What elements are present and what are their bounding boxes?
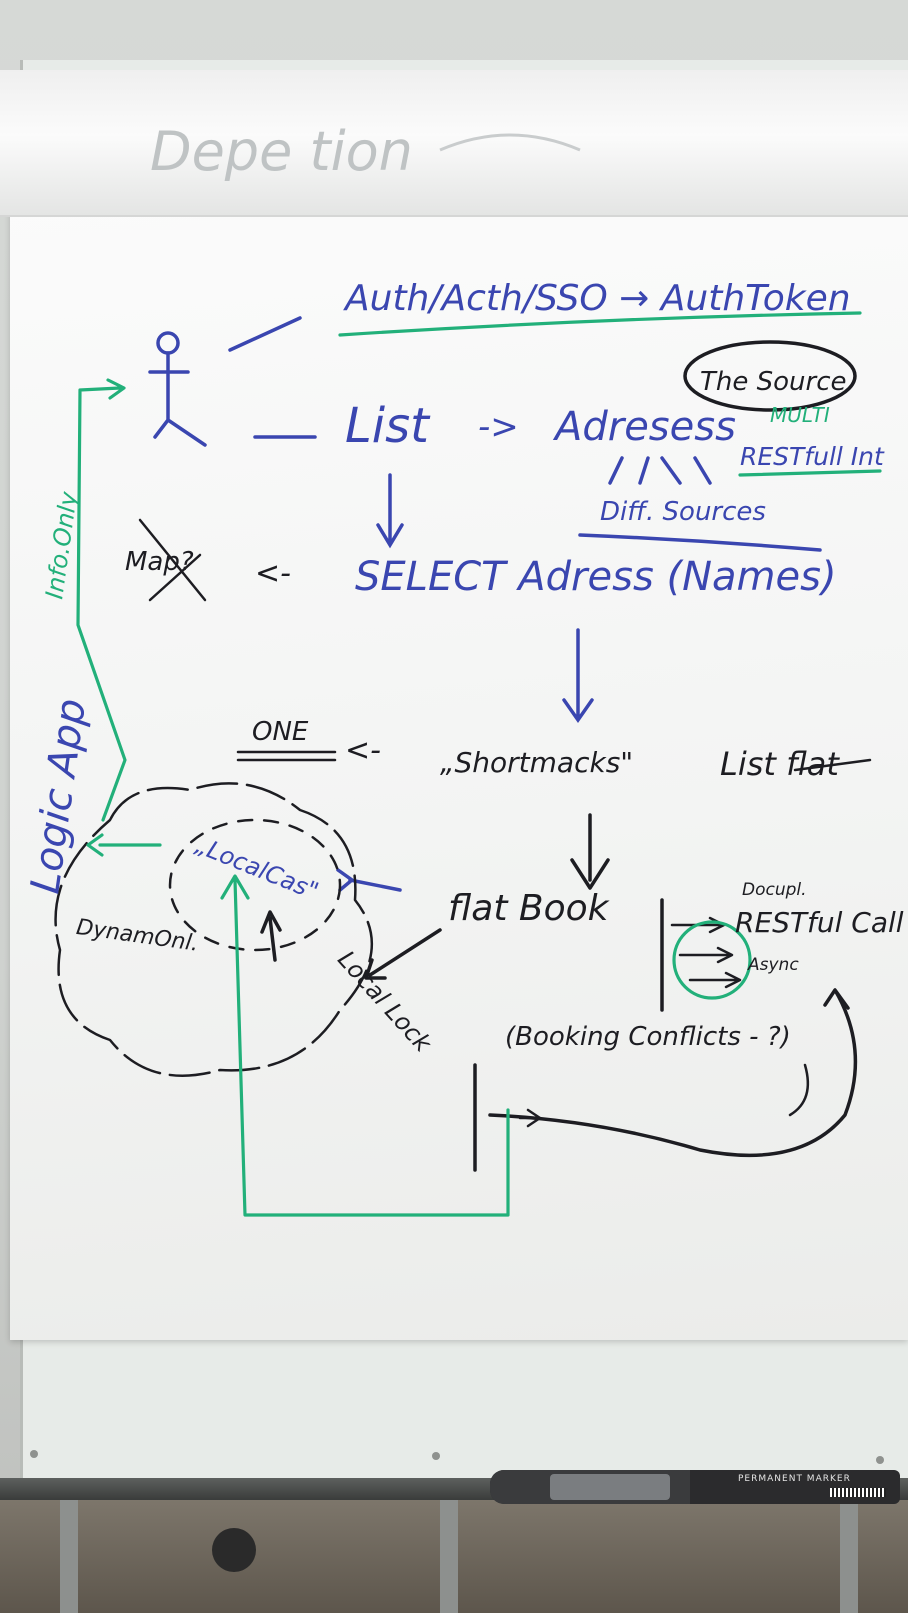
book-to-lock-arrow: [364, 928, 442, 980]
shortlist-down-arrow: [570, 813, 610, 890]
diff-sources-label: Diff. Sources: [600, 497, 766, 527]
flat-book-label: flat Book: [448, 888, 611, 929]
booking-arrow-head: [518, 1108, 542, 1128]
user-to-auth-line: [228, 316, 302, 352]
restful-call-label: RESTful Call: [735, 906, 904, 939]
one-arrow: <-: [345, 733, 381, 768]
async-arrows: [670, 916, 742, 989]
easel-wheel: [212, 1528, 256, 1572]
lock-up-arrow: [260, 910, 282, 962]
logic-app-green-loop: [220, 874, 510, 1217]
the-source-badge: [683, 340, 857, 412]
screw: [432, 1452, 440, 1460]
multi-label: MULTI: [770, 403, 830, 427]
list-label: List: [345, 398, 431, 454]
screw: [876, 1456, 884, 1464]
dynamic-cloud: [54, 782, 374, 1077]
local-cache-boundary: [168, 818, 342, 952]
source-fan-strokes: [608, 456, 712, 485]
marker-barcode: [830, 1488, 886, 1497]
list-flat-label: List flat: [720, 745, 840, 783]
flat-strikethrough: [793, 758, 872, 772]
logic-app-to-user-arrow: [76, 378, 127, 822]
permanent-marker[interactable]: PERMANENT MARKER: [490, 1470, 900, 1504]
title-underline: [338, 311, 862, 337]
diff-sources-underline: [578, 533, 822, 552]
auth-title: Auth/Acth/SSO → AuthToken: [343, 278, 851, 319]
marker-label: PERMANENT MARKER: [738, 1474, 851, 1484]
map-cross-strokes: [138, 518, 207, 602]
conflicts-bracket: [788, 1063, 810, 1117]
screw: [30, 1450, 38, 1458]
local-cache-label: „LocalCas": [191, 831, 322, 906]
select-address-label: SELECT Adress (Names): [355, 554, 837, 600]
shortlist-label: „Shortmacks": [440, 746, 633, 779]
paper-sheet: [10, 195, 908, 1340]
async-circle: [672, 920, 752, 1000]
booking-conflicts-label: (Booking Conflicts - ?): [505, 1022, 791, 1052]
select-arrow: <-: [255, 556, 291, 591]
restfull-int-label: RESTfull Int: [740, 442, 885, 471]
addresses-label: Adresess: [552, 404, 736, 450]
easel-leg-left: [60, 1500, 78, 1613]
one-label: ONE: [252, 717, 309, 747]
faded-roll-text: Depe tion: [150, 120, 413, 183]
restfull-underline: [738, 469, 882, 477]
list-down-arrow: [376, 473, 404, 549]
logic-app-label: Logic App: [22, 696, 95, 897]
booking-return-arrow: [488, 988, 858, 1157]
book-to-cache-arrow: [336, 868, 402, 892]
docupl-label: Docupl.: [742, 880, 807, 900]
list-arrow: ->: [478, 407, 519, 447]
marker-grip: [550, 1474, 670, 1500]
one-double-underline: [236, 750, 337, 762]
cloud-to-logic-arrow: [86, 833, 162, 857]
the-source-text: The Source: [700, 367, 847, 397]
faded-arrow: [439, 133, 581, 152]
dynamic-label: DynamOnl.: [75, 915, 200, 957]
easel-leg-right: [840, 1500, 858, 1613]
easel-leg-center: [440, 1500, 458, 1613]
info-only-label: Info.Only: [40, 489, 83, 601]
select-down-arrow: [562, 628, 594, 724]
user-stick-figure-icon: [148, 331, 207, 447]
async-label: Async: [747, 955, 799, 975]
